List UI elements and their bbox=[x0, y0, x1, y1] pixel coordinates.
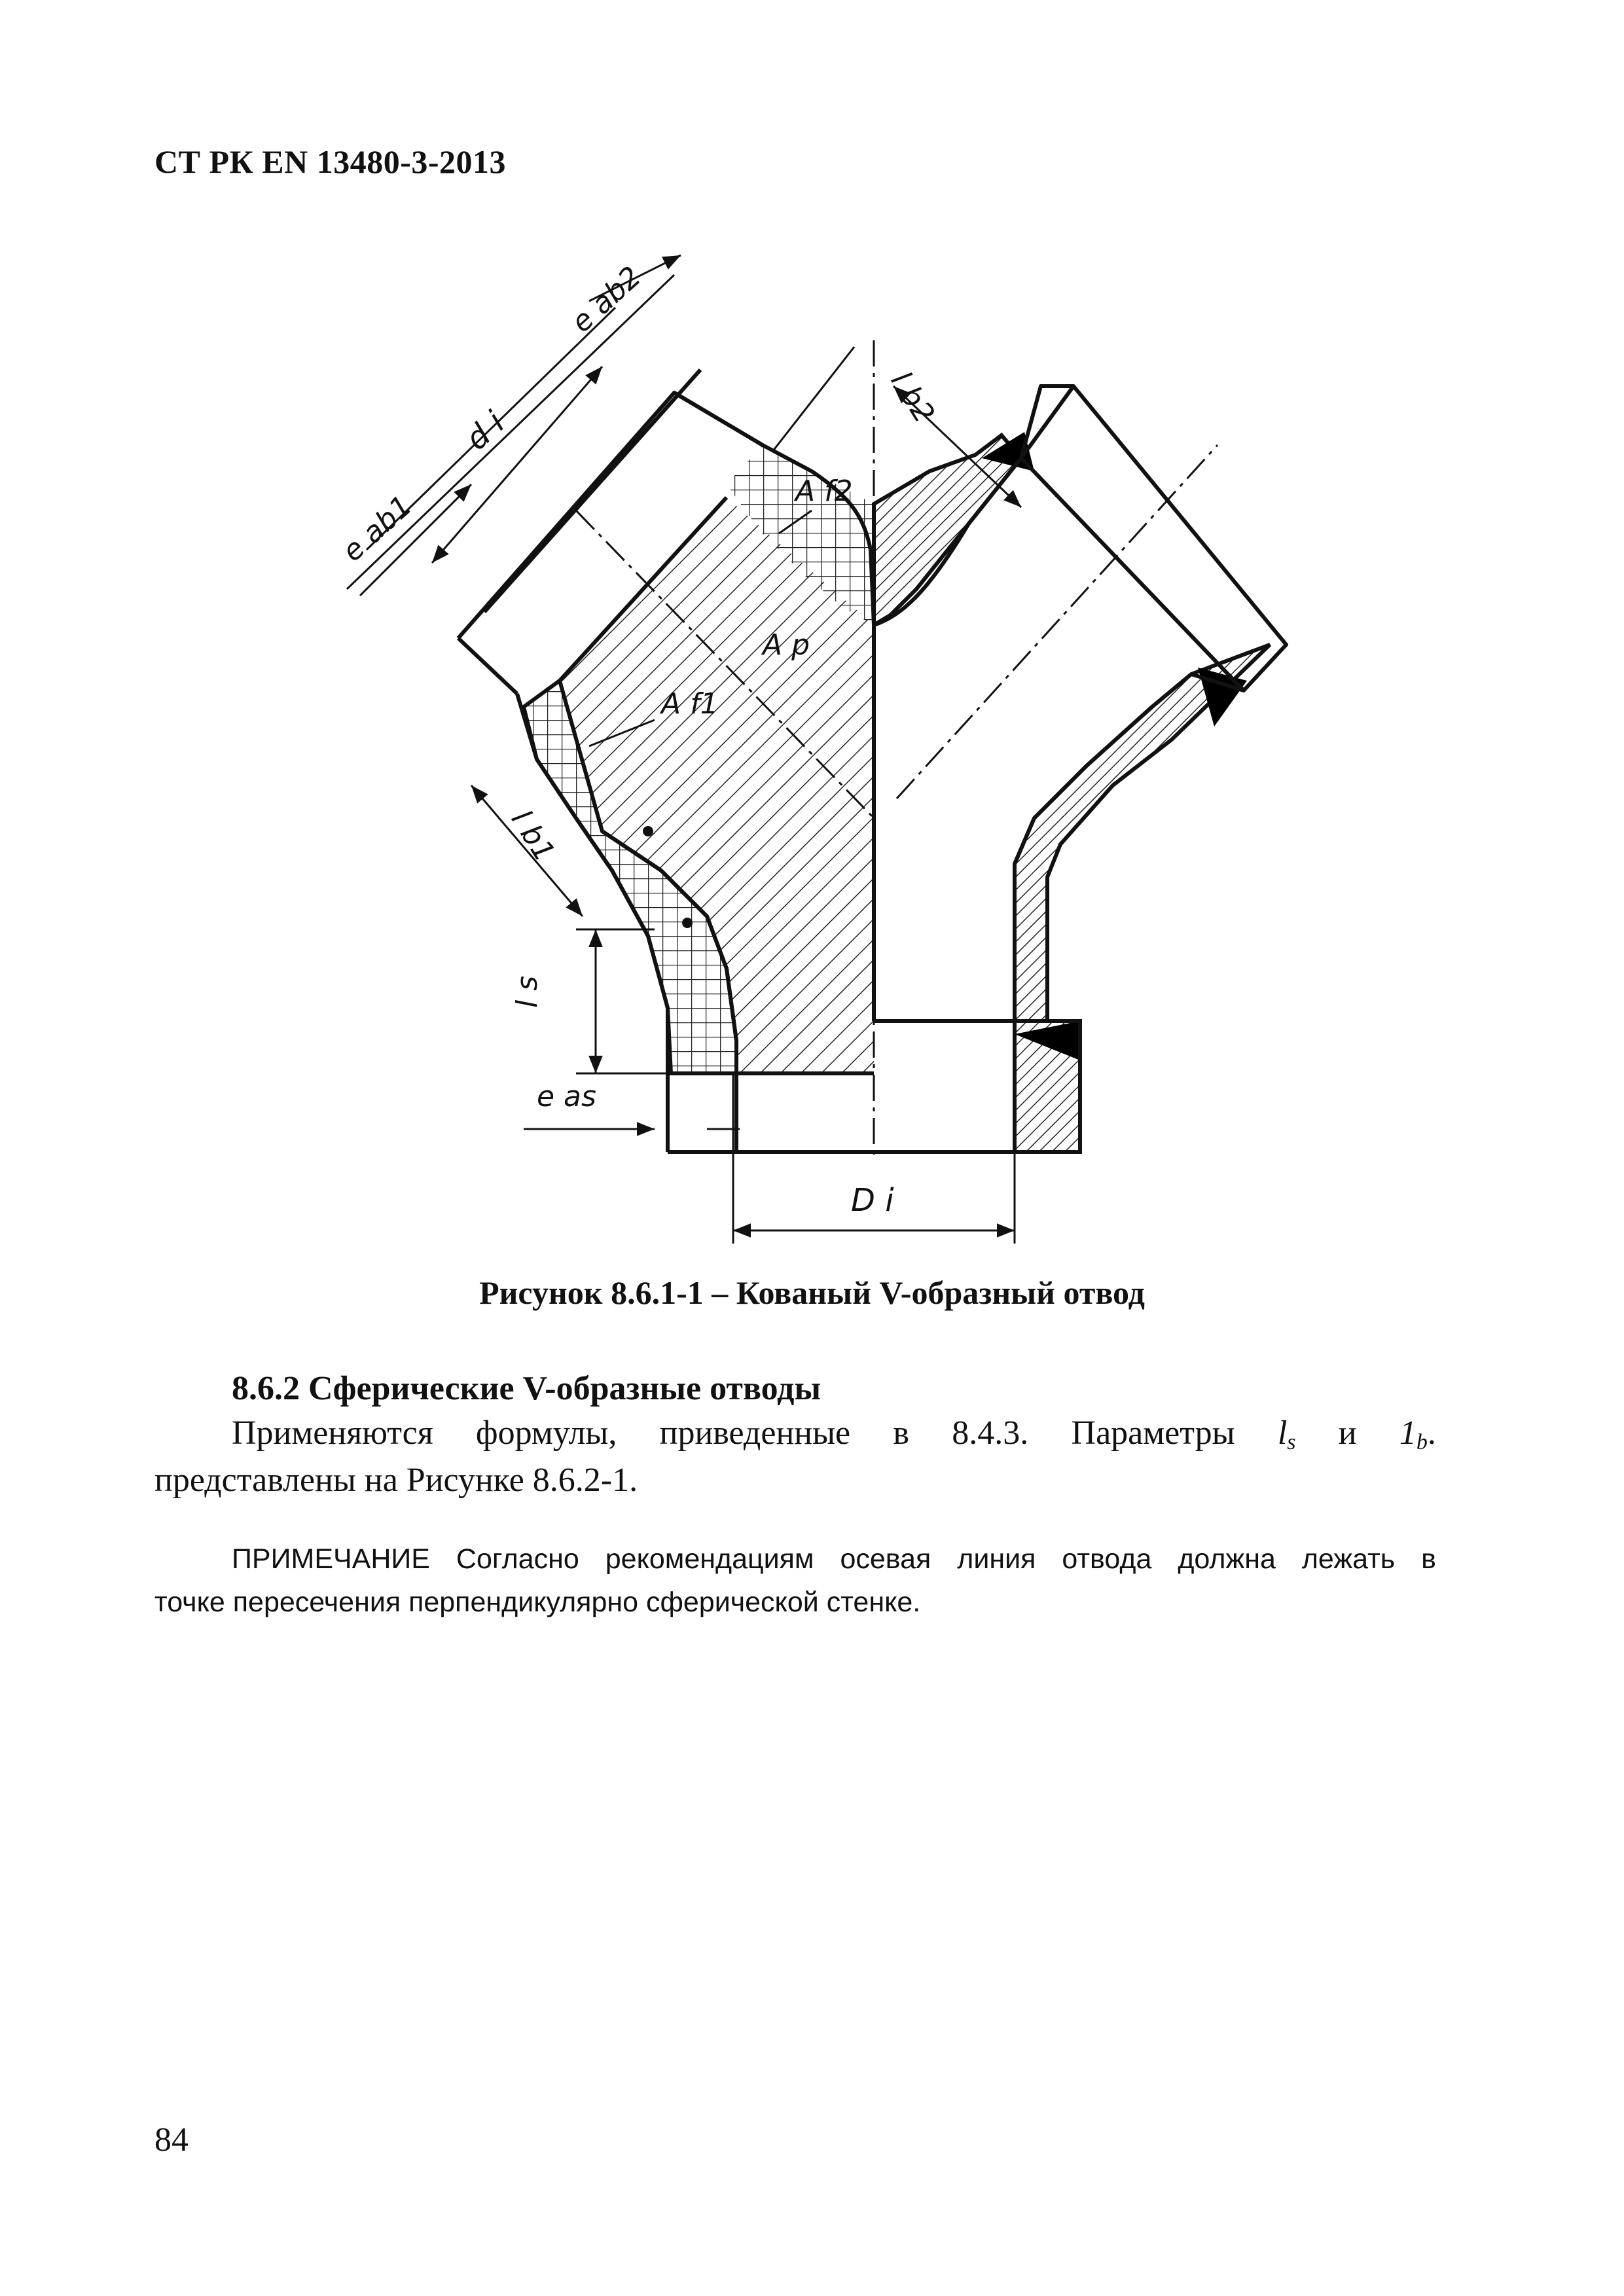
left-inner-wall bbox=[601, 829, 738, 1152]
paragraph-line-2: представлены на Рисунке 8.6.2-1. bbox=[154, 1462, 638, 1499]
point-marker-2 bbox=[682, 918, 693, 928]
leader-af2 bbox=[778, 509, 812, 535]
point-marker-1 bbox=[643, 826, 653, 836]
label-ls: l s bbox=[511, 976, 544, 1008]
label-ap: A p bbox=[761, 628, 810, 662]
paragraph-line-1: Применяются формулы, приведенные в 8.4.3… bbox=[232, 1414, 1436, 1454]
crotch-curve bbox=[761, 443, 1023, 627]
label-eas: e as bbox=[537, 1080, 596, 1113]
left-outer-wall bbox=[515, 693, 670, 1152]
leader-af1 bbox=[588, 719, 655, 747]
page-number: 84 bbox=[154, 2121, 189, 2159]
weld-bottom bbox=[1015, 1021, 1080, 1060]
centerline-left bbox=[575, 509, 875, 819]
dim-lb1-line bbox=[470, 785, 584, 917]
dim-eab1-line bbox=[359, 483, 473, 597]
figure-caption: Рисунок 8.6.1-1 – Кованый V-образный отв… bbox=[479, 1274, 1145, 1311]
label-Di: D i bbox=[851, 1182, 894, 1219]
dim-eab2-line bbox=[588, 254, 681, 302]
note-line-1: ПРИМЕЧАНИЕ Согласно рекомендациям осевая… bbox=[232, 1543, 1436, 1575]
centerline-right bbox=[895, 444, 1219, 800]
area-ap bbox=[560, 497, 874, 1073]
dim-di-line bbox=[431, 366, 604, 564]
right-wall-low bbox=[1013, 643, 1272, 1154]
left-branch-body bbox=[558, 391, 764, 683]
dim-lb2-line bbox=[892, 385, 1022, 509]
document-header: СТ РК EN 13480-3-2013 bbox=[154, 143, 507, 180]
section-heading: 8.6.2 Сферические V-образные отводы bbox=[232, 1370, 821, 1407]
note-line-2: точке пересечения перпендикулярно сферич… bbox=[154, 1587, 921, 1618]
label-eab1: e ab1 bbox=[336, 489, 418, 568]
symbol-lb: 1b. bbox=[1399, 1414, 1436, 1454]
label-lb2: l b2 bbox=[884, 366, 941, 429]
right-wall-top bbox=[872, 432, 1024, 629]
right-branch-outline bbox=[1019, 384, 1288, 692]
symbol-ls: ls bbox=[1277, 1414, 1296, 1454]
label-af1: A f1 bbox=[659, 687, 719, 721]
v-branch-drawing: e ab2 l b2 d i e ab1 A f2 A p A f1 l b1 … bbox=[336, 254, 1288, 1244]
label-eab2: e ab2 bbox=[565, 260, 647, 339]
label-di: d i bbox=[459, 404, 513, 457]
label-af2: A f2 bbox=[793, 475, 853, 508]
